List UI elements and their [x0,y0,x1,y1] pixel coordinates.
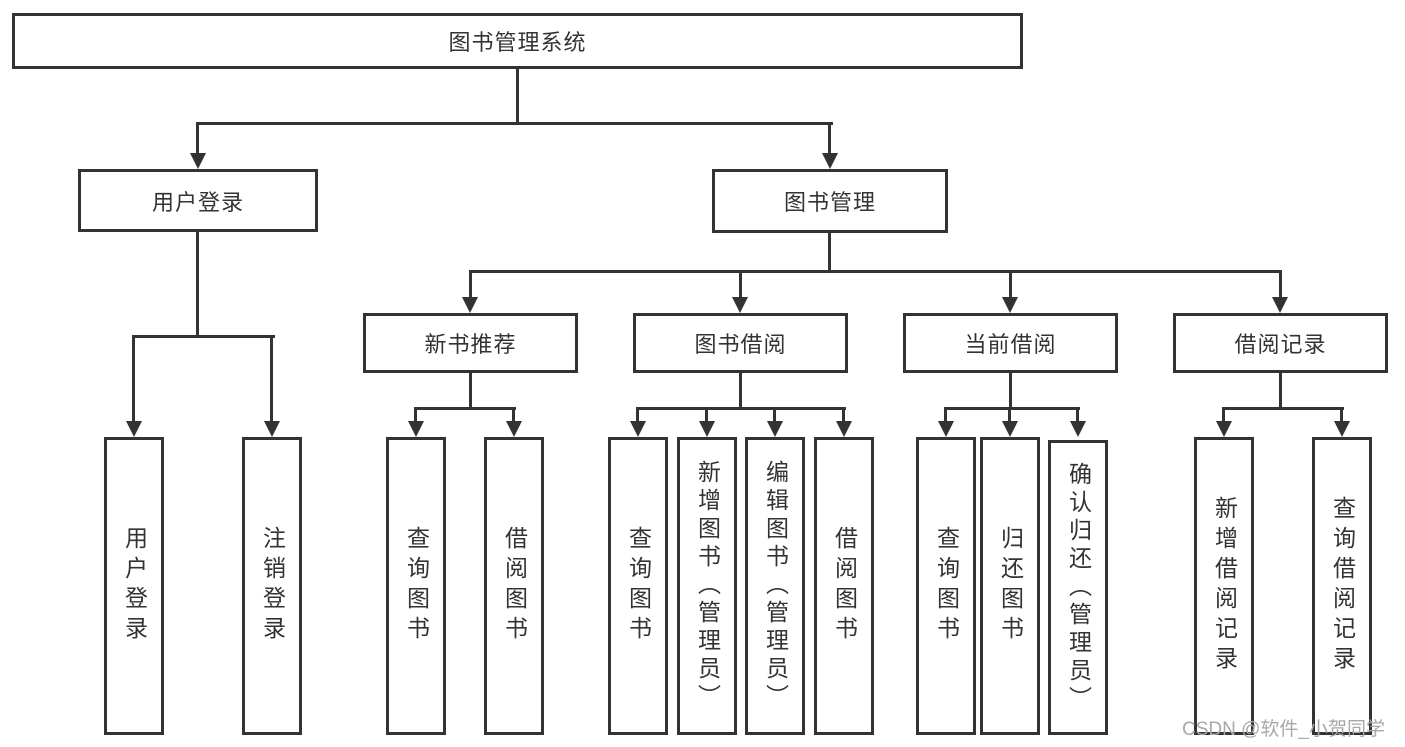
node-user-login: 用户登录 [78,169,318,232]
node-library-system: 图书管理系统 [12,13,1023,69]
leaf-logout: 注销登录 [242,437,302,735]
edge-to-current-borrowing [1009,270,1012,299]
arrow-to-borrowing-records [1272,297,1288,313]
edge-to-nb-query [414,407,417,423]
leaf-bb-add-books-admin: 新增图书（管理员） [677,437,737,735]
edge-current-borrowing-stub [1009,373,1012,409]
leaf-cb-return-books-label: 归还图书 [997,526,1024,646]
leaf-cb-confirm-return-admin: 确认归还（管理员） [1048,440,1108,735]
edge-root-stub [516,69,519,122]
edge-to-cb-query [944,407,947,423]
node-book-borrowing-label: 图书借阅 [694,332,787,357]
arrow-to-book-management [822,153,838,169]
edge-user-login-bus [133,335,275,338]
arrow-to-leaf-logout [264,421,280,437]
edge-book-borrowing-bus [637,407,846,410]
node-book-management: 图书管理 [712,169,948,233]
edge-new-book-stub [469,373,472,409]
leaf-br-query-record: 查询借阅记录 [1312,437,1372,735]
edge-to-bb-add [705,407,708,423]
leaf-bb-add-books-admin-label: 新增图书（管理员） [694,460,721,712]
arrow-to-cb-confirm [1070,421,1086,437]
edge-root-bus [197,122,833,125]
arrow-to-nb-query [408,421,424,437]
edge-to-br-add [1222,407,1225,423]
arrow-to-cb-return [1002,421,1018,437]
arrow-to-current-borrowing [1002,297,1018,313]
edge-to-book-borrowing [739,270,742,299]
leaf-cb-return-books: 归还图书 [980,437,1040,735]
edge-current-borrowing-bus [945,407,1080,410]
leaf-cb-query-books: 查询图书 [916,437,976,735]
arrow-to-bb-edit [767,421,783,437]
edge-to-new-book [469,270,472,299]
edge-to-bb-borrow [842,407,845,423]
leaf-bb-borrow-books-label: 借阅图书 [831,526,858,646]
edge-root-to-book-management [828,122,831,155]
leaf-nb-borrow-books-label: 借阅图书 [501,526,528,646]
leaf-bb-borrow-books: 借阅图书 [814,437,874,735]
node-book-management-label: 图书管理 [783,190,876,215]
leaf-logout-label: 注销登录 [259,526,286,646]
edge-to-leaf-login [132,335,135,423]
node-new-book-recommend-label: 新书推荐 [424,332,517,357]
edge-to-bb-query [636,407,639,423]
arrow-to-book-borrowing [732,297,748,313]
node-borrowing-records-label: 借阅记录 [1234,332,1327,357]
edge-user-login-stub [196,232,199,337]
leaf-nb-borrow-books: 借阅图书 [484,437,544,735]
leaf-user-login-label: 用户登录 [121,526,148,646]
node-user-login-label: 用户登录 [151,189,244,215]
arrow-to-user-login [190,153,206,169]
arrow-to-new-book [462,297,478,313]
arrow-to-br-add [1216,421,1232,437]
node-new-book-recommend: 新书推荐 [363,313,578,373]
leaf-user-login: 用户登录 [104,437,164,735]
edge-to-bb-edit [773,407,776,423]
arrow-to-br-query [1334,421,1350,437]
arrow-to-nb-borrow [506,421,522,437]
edge-to-br-query [1340,407,1343,423]
edge-to-leaf-logout [270,335,273,423]
edge-book-management-bus [469,270,1282,273]
arrow-to-cb-query [938,421,954,437]
leaf-cb-confirm-return-admin-label: 确认归还（管理员） [1065,461,1092,714]
edge-root-to-user-login [196,122,199,155]
leaf-bb-edit-books-admin-label: 编辑图书（管理员） [762,460,789,712]
node-borrowing-records: 借阅记录 [1173,313,1388,373]
arrow-to-leaf-login [126,421,142,437]
edge-book-borrowing-stub [739,373,742,409]
node-current-borrowing: 当前借阅 [903,313,1118,373]
node-library-system-label: 图书管理系统 [448,30,587,55]
leaf-nb-query-books: 查询图书 [386,437,446,735]
leaf-br-query-record-label: 查询借阅记录 [1329,496,1356,676]
leaf-br-add-record: 新增借阅记录 [1194,437,1254,735]
node-current-borrowing-label: 当前借阅 [964,332,1057,357]
leaf-bb-edit-books-admin: 编辑图书（管理员） [745,437,805,735]
arrow-to-bb-borrow [836,421,852,437]
leaf-bb-query-books: 查询图书 [608,437,668,735]
arrow-to-bb-add [699,421,715,437]
edge-new-book-bus [415,407,516,410]
edge-to-nb-borrow [512,407,515,423]
node-book-borrowing: 图书借阅 [633,313,848,373]
leaf-nb-query-books-label: 查询图书 [403,526,430,646]
edge-to-borrowing-records [1279,270,1282,299]
edge-to-cb-confirm [1076,407,1079,423]
arrow-to-bb-query [630,421,646,437]
edge-book-management-stub [828,233,831,272]
leaf-br-add-record-label: 新增借阅记录 [1211,496,1238,676]
leaf-bb-query-books-label: 查询图书 [625,526,652,646]
edge-to-cb-return [1008,407,1011,423]
leaf-cb-query-books-label: 查询图书 [933,526,960,646]
edge-borrowing-records-stub [1279,373,1282,409]
edge-borrowing-records-bus [1223,407,1344,410]
csdn-watermark: CSDN @软件_小贺同学 [1182,719,1385,740]
